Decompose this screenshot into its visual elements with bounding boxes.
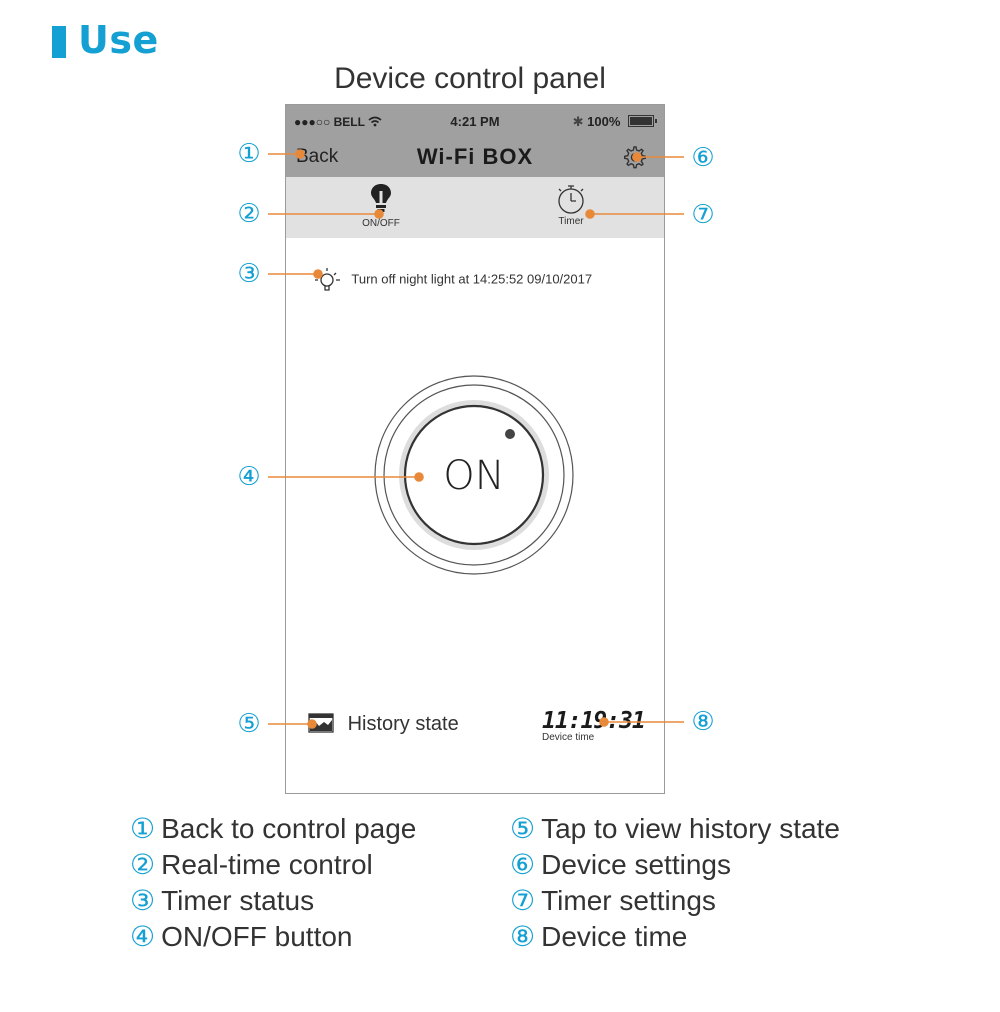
status-time: 4:21 PM [450, 114, 500, 129]
device-time-clock: 11:19:31 [542, 708, 646, 734]
bluetooth-icon: ✱ [572, 114, 584, 129]
callout-5: ⑤ [237, 709, 261, 739]
battery-icon [628, 115, 657, 127]
battery-status: ✱ 100% [572, 114, 657, 130]
panel-title: Device control panel [334, 62, 606, 95]
history-label: History state [347, 713, 459, 735]
wifi-icon [368, 116, 382, 127]
power-rings [374, 375, 574, 575]
timer-status: Turn off night light at 14:25:52 09/10/2… [314, 265, 654, 295]
power-button-area: ON [374, 375, 574, 575]
power-indicator-dot [505, 429, 515, 439]
callout-1: ① [237, 139, 261, 169]
toolbar: ON/OFF Timer [286, 177, 664, 238]
section-heading: Use [78, 18, 159, 62]
back-button[interactable]: Back [296, 146, 339, 167]
history-state-button[interactable]: History state [308, 711, 459, 736]
callout-2: ② [237, 199, 261, 229]
carrier-label: ●●●○○ BELL [294, 115, 382, 129]
section-bar [52, 26, 66, 58]
history-chart-icon [308, 713, 334, 733]
bulb-icon [371, 184, 391, 212]
onoff-toggle[interactable]: ON/OFF [346, 183, 416, 235]
device-time-caption: Device time [542, 732, 595, 743]
onoff-label: ON/OFF [362, 218, 400, 229]
status-bar: ●●●○○ BELL 4:21 PM ✱ 100% [286, 105, 664, 139]
timer-label: Timer [558, 216, 584, 227]
power-button[interactable]: ON [443, 453, 505, 499]
timer-button[interactable]: Timer [536, 183, 606, 235]
timer-status-text: Turn off night light at 14:25:52 09/10/2… [351, 271, 593, 287]
callout-6: ⑥ [691, 143, 715, 173]
nav-title: Wi-Fi BOX [416, 144, 534, 169]
callout-7: ⑦ [691, 200, 715, 230]
callout-3: ③ [237, 259, 261, 289]
gear-icon[interactable] [620, 144, 648, 172]
stopwatch-icon [558, 185, 584, 214]
phone-screen: ●●●○○ BELL 4:21 PM ✱ 100% Back Wi-Fi BOX [285, 104, 665, 794]
night-light-icon [315, 268, 340, 291]
device-time: 11:19:31 Device time [542, 708, 646, 743]
nav-bar: Back Wi-Fi BOX [286, 139, 664, 177]
callout-4: ④ [237, 462, 261, 492]
callout-8: ⑧ [691, 707, 715, 737]
